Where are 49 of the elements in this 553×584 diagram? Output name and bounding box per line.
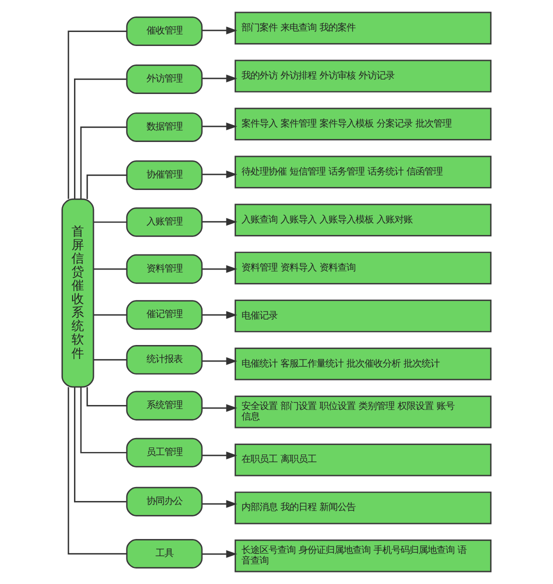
connector [86,387,127,406]
node-box: 资料管理 资料导入 资料查询 [234,252,492,284]
arrow [202,170,238,178]
node-box: 安全设置 部门设置 职位设置 类别管理 权限设置 账号信息 [234,396,492,428]
node-box: 数据管理 [126,112,203,142]
arrow [202,265,238,273]
arrow [202,311,238,319]
arrow [202,404,238,412]
node-box: 案件导入 案件管理 案件导入模板 分案记录 批次管理 [234,108,492,140]
connector [80,387,127,454]
node-box: 催记管理 [126,300,203,330]
node-box: 资料管理 [126,254,203,284]
arrow [202,218,238,226]
connector [94,268,127,270]
connector [80,126,127,199]
node-box: 入账管理 [126,207,203,237]
arrow [202,550,238,558]
node-box: 统计报表 [126,345,203,375]
arrow [202,122,238,130]
node-box: 部门案件 来电查询 我的案件 [234,12,492,44]
connector [68,387,127,554]
connector [74,78,126,199]
node-box: 协催管理 [126,160,203,190]
connector [94,314,127,316]
node-box: 工具 [126,539,203,569]
arrow [202,26,238,34]
node-box: 内部消息 我的日程 新闻公告 [234,492,492,524]
node-box: 入账查询 入账导入 入账导入模板 入账对账 [234,204,492,236]
node-box: 待处理协催 短信管理 话务管理 话务统计 信函管理 [234,156,492,188]
node-box: 电催记录 [234,300,492,332]
connector [86,174,127,200]
connector [68,30,127,199]
arrow [202,452,238,460]
arrow [202,357,238,365]
node-box: 首屏信贷催收系统软件 [62,198,94,388]
connector [74,386,126,502]
node-box: 我的外访 外访排程 外访审核 外访记录 [234,60,492,92]
node-box: 电催统计 客服工作量统计 批次催收分析 批次统计 [234,348,492,380]
node-box: 在职员工 离职员工 [234,444,492,476]
arrow [202,500,238,508]
arrow [202,74,238,82]
node-box: 催收管理 [126,16,203,46]
node-box: 长途区号查询 身份证归属地查询 手机号码归属地查询 语音查询 [234,540,492,572]
node-box: 系统管理 [126,390,203,420]
node-box: 员工管理 [126,438,203,468]
node-box: 外访管理 [126,64,203,94]
node-box: 协同办公 [126,486,203,516]
connector [94,221,127,223]
connector [94,359,127,360]
